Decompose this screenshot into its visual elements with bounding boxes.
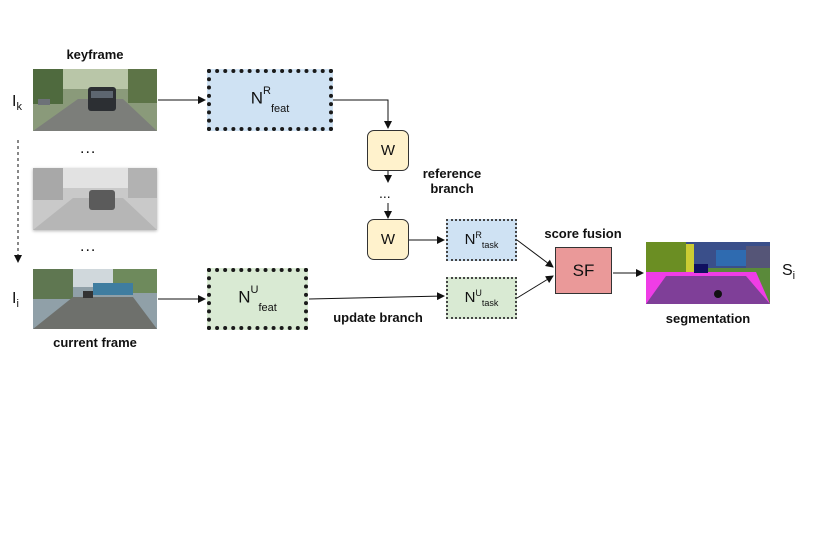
feat-ref-node: NRfeat xyxy=(207,69,333,131)
task-upd-label: NUtask xyxy=(464,288,499,308)
arrow-task-upd-to-fusion xyxy=(516,275,554,299)
update-branch-label: update branch xyxy=(333,310,423,325)
arrow-feat-ref-to-warp xyxy=(333,99,392,129)
segmentation-image xyxy=(646,242,770,304)
intermediate-frame-image xyxy=(33,168,157,230)
feat-ref-label: NRfeat xyxy=(250,85,290,115)
vertical-ellipsis: ... xyxy=(379,185,391,201)
ellipsis-bottom: ... xyxy=(80,238,97,255)
arrow-task-ref-to-fusion xyxy=(516,239,554,268)
segmentation-label: segmentation xyxy=(665,311,751,326)
current-frame-label: current frame xyxy=(53,335,137,350)
feat-upd-label: NUfeat xyxy=(238,284,277,314)
score-fusion-node: SF xyxy=(555,247,612,294)
ellipsis-top: ... xyxy=(80,140,97,157)
arrow-feat-upd-to-task-upd xyxy=(308,292,445,301)
feat-upd-node: NUfeat xyxy=(207,268,308,330)
keyframe-label: keyframe xyxy=(66,47,124,62)
warp-node-2: W xyxy=(367,219,409,260)
score-fusion-label: score fusion xyxy=(544,226,622,241)
reference-branch-label: reference branch xyxy=(422,166,482,196)
current-frame-symbol: Ii xyxy=(12,290,19,311)
keyframe-image xyxy=(33,69,157,131)
task-ref-node: NRtask xyxy=(446,219,517,261)
warp-node-1: W xyxy=(367,130,409,171)
task-ref-label: NRtask xyxy=(464,230,499,250)
task-upd-node: NUtask xyxy=(446,277,517,319)
output-symbol: Si xyxy=(782,262,796,283)
keyframe-symbol: Ik xyxy=(12,93,22,114)
current-frame-image xyxy=(33,269,157,329)
